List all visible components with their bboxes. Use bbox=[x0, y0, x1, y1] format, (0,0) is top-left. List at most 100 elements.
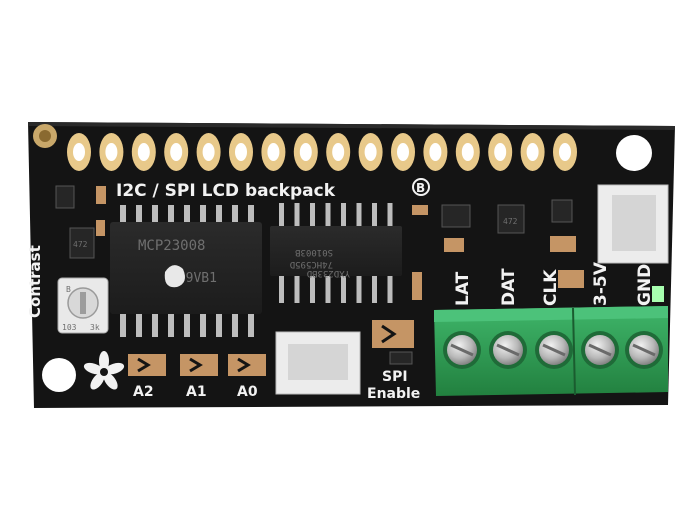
expander-chip-legs bbox=[120, 205, 254, 337]
spi-enable-jumper[interactable] bbox=[372, 320, 414, 348]
header-pad-row bbox=[67, 133, 577, 171]
header-pad bbox=[229, 133, 253, 171]
terminal-label: GND bbox=[635, 264, 655, 306]
expander-chip-marking: MCP23008 bbox=[138, 238, 205, 254]
smd-cap-right bbox=[550, 236, 576, 252]
address-jumpers bbox=[128, 354, 266, 376]
chip-leg bbox=[279, 275, 284, 303]
smd-cap-mid-1 bbox=[412, 205, 428, 215]
spi-jumper-small-part bbox=[389, 351, 413, 365]
chip-leg bbox=[310, 203, 315, 227]
contrast-label: Contrast bbox=[26, 245, 44, 318]
header-pad bbox=[131, 133, 156, 171]
header-pad bbox=[99, 133, 124, 171]
chip-leg bbox=[372, 275, 377, 303]
terminal-screw[interactable] bbox=[535, 331, 573, 369]
trimpot-label-b: B bbox=[66, 285, 71, 294]
smd-cap-mid-2 bbox=[412, 272, 422, 300]
address-jumper-pad[interactable] bbox=[128, 354, 166, 376]
power-jumper[interactable] bbox=[558, 270, 584, 288]
mount-hole-top-left bbox=[39, 130, 51, 142]
shift-register-marking-3: S01003B bbox=[295, 247, 333, 257]
terminal-screw[interactable] bbox=[443, 331, 481, 369]
smd-transistor bbox=[55, 185, 75, 209]
smd-cap-mid-3 bbox=[444, 238, 464, 252]
chip-leg bbox=[120, 205, 126, 223]
chip-leg bbox=[279, 203, 284, 227]
enable-label: Enable bbox=[367, 386, 420, 402]
jst-connector-bottom[interactable] bbox=[275, 331, 361, 395]
trimpot-label-103: 103 bbox=[62, 323, 77, 332]
header-pad bbox=[196, 133, 221, 171]
chip-leg bbox=[248, 313, 254, 337]
header-pad bbox=[553, 133, 577, 171]
revision-badge bbox=[412, 178, 430, 196]
header-pad bbox=[326, 133, 351, 171]
chip-leg bbox=[120, 313, 126, 337]
expander-chip-glare bbox=[164, 265, 185, 288]
address-jumper-pad[interactable] bbox=[228, 354, 266, 376]
chip-leg bbox=[184, 205, 190, 223]
chip-leg bbox=[294, 203, 300, 227]
contrast-trimpot[interactable] bbox=[57, 277, 109, 334]
chip-leg bbox=[152, 313, 158, 337]
chip-leg bbox=[356, 275, 362, 303]
smd-resistor-pack bbox=[69, 227, 95, 259]
regulator-chip bbox=[441, 204, 471, 228]
terminal-labels: LAT DAT CLK 3-5V GND bbox=[453, 261, 655, 306]
header-pad bbox=[164, 133, 189, 171]
header-pad bbox=[293, 133, 318, 171]
jumper-label-a1: A1 bbox=[186, 384, 207, 400]
jumper-label-a2: A2 bbox=[133, 384, 154, 400]
chip-leg bbox=[168, 313, 174, 337]
chip-leg bbox=[232, 205, 238, 223]
chip-leg bbox=[341, 275, 346, 303]
chip-leg bbox=[325, 275, 331, 303]
smd-transistor-right bbox=[551, 199, 573, 223]
chip-leg bbox=[310, 275, 315, 303]
header-pad bbox=[455, 133, 480, 171]
shift-register-legs bbox=[279, 203, 393, 303]
pcb-edge bbox=[28, 122, 675, 130]
smd-cap-left bbox=[96, 186, 106, 204]
terminal-screw[interactable] bbox=[625, 331, 663, 369]
terminal-screw[interactable] bbox=[581, 331, 619, 369]
trimpot-label-3k: 3k bbox=[90, 323, 100, 332]
address-jumper-pad[interactable] bbox=[180, 354, 218, 376]
chip-leg bbox=[168, 205, 174, 223]
header-pad bbox=[358, 133, 383, 171]
chip-leg bbox=[294, 275, 300, 303]
chip-leg bbox=[216, 313, 222, 337]
chip-leg bbox=[232, 313, 238, 337]
terminal-label: CLK bbox=[541, 269, 561, 306]
revision-letter: B bbox=[416, 181, 425, 195]
terminal-label: LAT bbox=[453, 271, 473, 306]
chip-leg bbox=[325, 203, 331, 227]
header-pad bbox=[423, 133, 448, 171]
mount-hole-bottom-left bbox=[42, 358, 76, 392]
smd-resistor-right-code: 472 bbox=[503, 217, 518, 226]
terminal-screws bbox=[443, 331, 663, 369]
chip-leg bbox=[372, 203, 377, 227]
power-led bbox=[652, 286, 664, 302]
terminal-screw[interactable] bbox=[489, 331, 527, 369]
shift-register-marking-2: 74HC595D bbox=[290, 259, 333, 269]
terminal-label: DAT bbox=[499, 268, 519, 306]
chip-leg bbox=[387, 203, 393, 227]
chip-leg bbox=[200, 205, 206, 223]
spi-label: SPI bbox=[382, 369, 408, 385]
chip-leg bbox=[136, 205, 142, 223]
shift-register-chip bbox=[270, 226, 402, 276]
header-pad bbox=[391, 133, 415, 171]
shift-register-marking-1: YXD233BD bbox=[307, 268, 350, 278]
jst-connector-right[interactable] bbox=[597, 184, 669, 264]
board-title: I2C / SPI LCD backpack bbox=[116, 181, 336, 201]
adafruit-logo bbox=[83, 351, 125, 390]
expander-chip bbox=[110, 222, 262, 314]
terminal-label: 3-5V bbox=[591, 261, 611, 306]
chip-leg bbox=[200, 313, 206, 337]
chip-leg bbox=[341, 203, 346, 227]
chip-leg bbox=[216, 205, 222, 223]
mount-hole-top-right bbox=[616, 135, 652, 171]
